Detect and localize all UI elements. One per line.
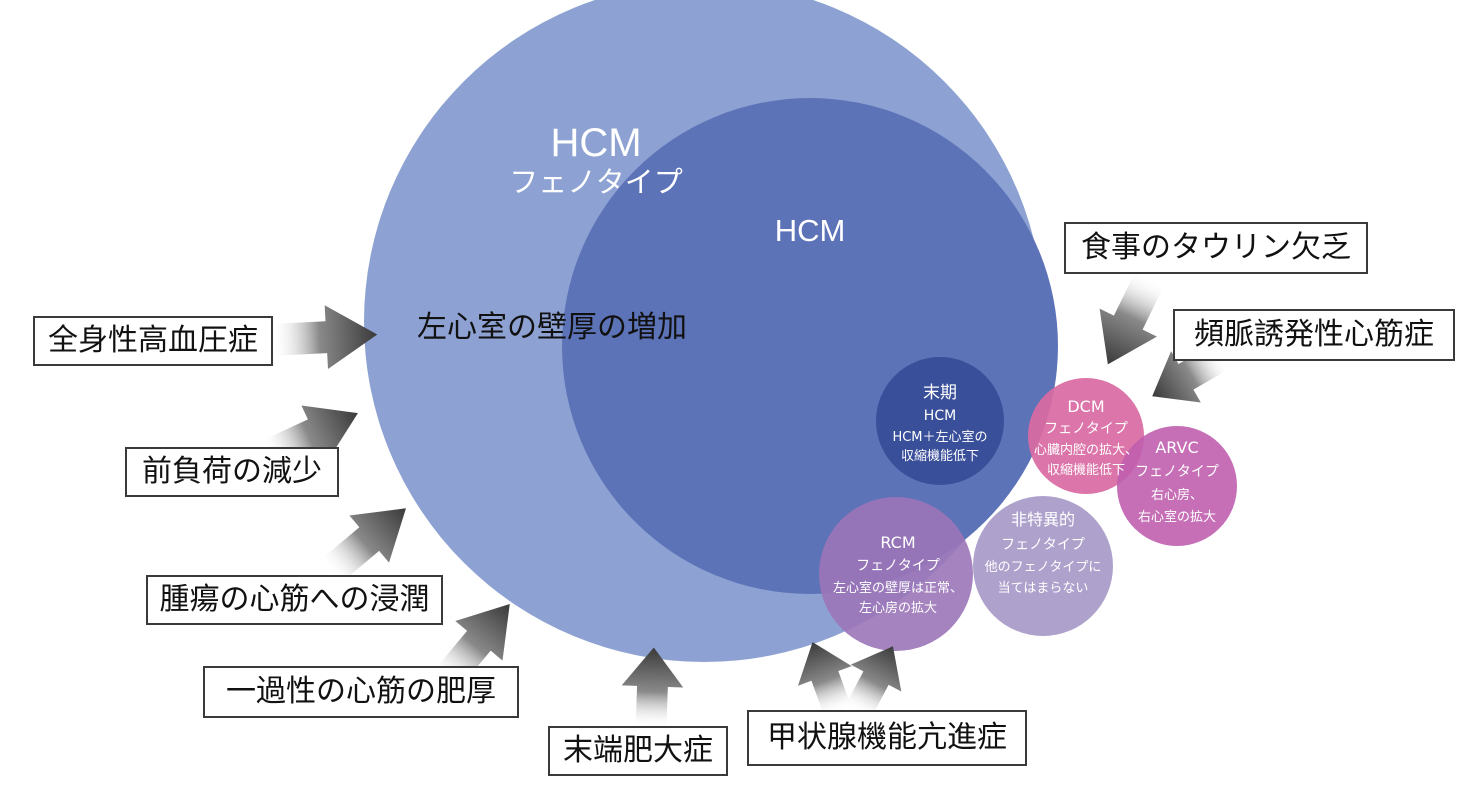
arvc-line2: フェノタイプ bbox=[1135, 464, 1219, 480]
hcm-title: HCM bbox=[775, 213, 846, 248]
lv-wall-thickening-label: 左心室の壁厚の増加 bbox=[417, 310, 687, 345]
label-preload-reduction: 前負荷の減少 bbox=[125, 447, 339, 497]
label-tumor-infiltration: 腫瘍の心筋への浸潤 bbox=[146, 575, 443, 625]
arrow-hypertension bbox=[270, 302, 379, 372]
dcm-phenotype-circle bbox=[1028, 378, 1144, 494]
arvc-line4: 右心室の拡大 bbox=[1138, 509, 1216, 525]
nonspecific-line3: 他のフェノタイプに bbox=[985, 560, 1102, 575]
label-tachycardia-cardiomyopathy: 頻脈誘発性心筋症 bbox=[1173, 309, 1455, 361]
endstage-line4: 収縮機能低下 bbox=[901, 448, 979, 464]
arvc-line3: 右心房、 bbox=[1151, 487, 1203, 503]
dcm-line2: フェノタイプ bbox=[1044, 421, 1128, 437]
endstage-line1: 末期 bbox=[923, 383, 957, 403]
hcm-phenotype-title: HCM bbox=[550, 121, 641, 165]
label-transient-thickening: 一過性の心筋の肥厚 bbox=[203, 666, 519, 718]
rcm-phenotype-circle bbox=[819, 497, 973, 651]
rcm-line3: 左心室の壁厚は正常、 bbox=[833, 580, 963, 596]
endstage-line2: HCM bbox=[924, 408, 956, 424]
rcm-line4: 左心房の拡大 bbox=[859, 600, 937, 616]
label-taurine-deficiency: 食事のタウリン欠乏 bbox=[1064, 222, 1368, 274]
nonspecific-phenotype-circle bbox=[973, 496, 1113, 636]
nonspecific-line1: 非特異的 bbox=[1011, 510, 1075, 529]
label-hyperthyroidism: 甲状腺機能亢進症 bbox=[747, 710, 1027, 766]
endstage-line3: HCM＋左心室の bbox=[892, 429, 987, 445]
arvc-phenotype-circle bbox=[1117, 426, 1237, 546]
arrow-taurine bbox=[1079, 264, 1179, 379]
dcm-line4: 収縮機能低下 bbox=[1047, 462, 1125, 478]
label-acromegaly: 末端肥大症 bbox=[548, 726, 728, 776]
endstage-hcm-circle bbox=[876, 357, 1004, 485]
label-systemic-hypertension: 全身性高血圧症 bbox=[33, 316, 273, 366]
nonspecific-line4: 当てはまらない bbox=[998, 581, 1089, 596]
rcm-line2: フェノタイプ bbox=[856, 558, 940, 574]
nonspecific-line2: フェノタイプ bbox=[1001, 537, 1085, 553]
arvc-line1: ARVC bbox=[1155, 438, 1198, 457]
rcm-line1: RCM bbox=[880, 533, 915, 552]
hcm-phenotype-subtitle: フェノタイプ bbox=[509, 165, 682, 199]
dcm-line1: DCM bbox=[1067, 397, 1104, 416]
dcm-line3: 心臓内腔の拡大、 bbox=[1034, 442, 1138, 458]
